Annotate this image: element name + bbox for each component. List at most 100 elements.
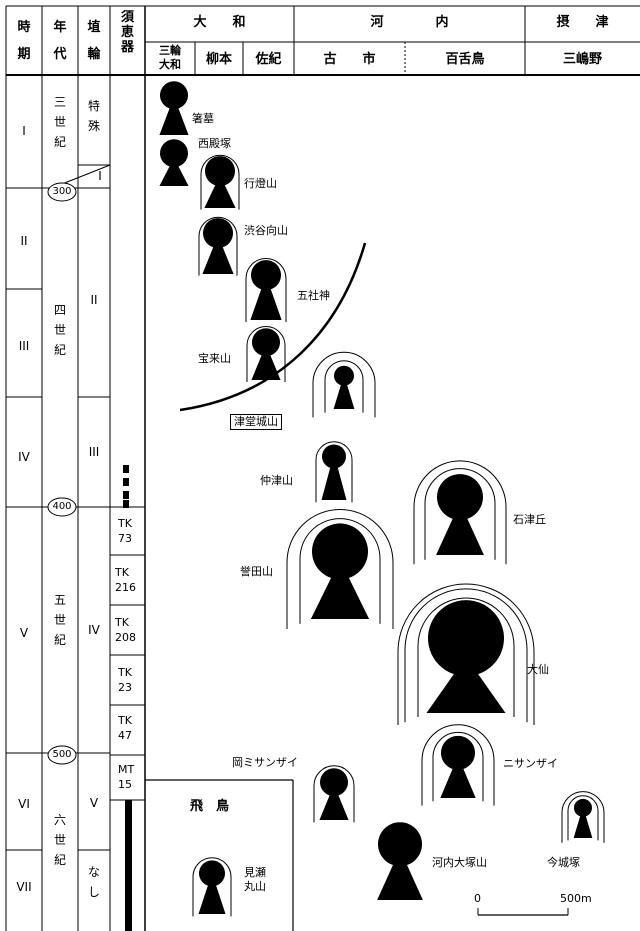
period-label: VII [16,880,32,894]
haniwa-label: IV [88,623,100,637]
moat-tsudoshiroyama [324,360,364,413]
scale-end: 500m [560,892,592,905]
tomb-andonyama [204,156,236,208]
tomb-okamisanzai [319,768,349,820]
sueki-label: TK 73 [118,517,132,545]
moat-itosuke [245,258,287,322]
century-label: 五 世 紀 [53,593,66,647]
tomb-nakatsuyama [321,444,347,500]
moat-nisanzai [432,731,484,802]
tomb-label-nisanzai: ニサンザイ [503,757,558,770]
moat-andonyama [200,154,240,210]
haniwa-label: I [98,169,102,183]
haniwa-label: III [88,445,100,459]
haniwa-label: 特 殊 [87,99,100,133]
tomb-hashihaka [159,81,189,135]
header-mishimano: 三嶋野 [562,52,602,67]
tomb-label-itosuke: 五社神 [297,289,330,302]
moat-imashirozuka [561,791,605,843]
moat-nisanzai [421,724,495,806]
header-furuichi: 古 市 [323,52,376,67]
header-miwa-yamato: 三輪 大和 [159,44,181,71]
haniwa-label: V [89,796,99,810]
header-region-yamato: 大 和 [193,15,246,30]
sueki-label: TK 208 [115,616,136,644]
moat-okamisanzai [313,765,355,823]
sueki-bars [123,465,132,931]
period-label: III [18,339,30,353]
haniwa-label: な し [87,865,100,899]
tomb-shapes [159,81,605,917]
sueki-label: TK 47 [118,714,132,742]
tomb-kawachiotsuka [377,822,423,900]
century-label: 四 世 紀 [53,303,66,357]
tomb-imashirozuka [573,798,593,838]
tomb-nisanzai [440,735,476,798]
moat-ishizuoka [424,468,496,560]
tomb-daisen [426,600,506,713]
moat-shibutani [198,216,238,276]
period-label: I [22,124,26,138]
period-label: IV [18,450,30,464]
tomb-shibutani [202,218,234,274]
period-label: V [19,626,29,640]
sueki-label: TK 216 [115,566,136,594]
sueki-label: TK 23 [118,666,132,694]
header-yanagimoto: 柳本 [205,52,232,67]
header-mozu: 百舌鳥 [445,52,485,67]
tomb-label-misemaruyama: 見瀬 丸山 [244,866,266,893]
header-period: 時 期 [17,20,31,62]
tomb-ishizuoka [436,474,484,555]
tomb-label-hashihaka: 箸墓 [192,112,214,125]
tomb-label-andonyama: 行燈山 [244,177,277,190]
header-sueki: 須 恵 器 [120,10,134,55]
header-era: 年 代 [53,20,67,62]
tomb-kondayama [310,523,370,619]
century-label: 六 世 紀 [53,813,66,867]
tomb-label-kondayama: 誉田山 [240,565,273,578]
header-saki: 佐紀 [255,52,282,67]
moat-daisen [404,588,528,723]
header-region-kawachi: 河 内 [370,15,449,30]
tomb-label-shibutani: 渋谷向山 [244,224,288,237]
period-label: II [20,234,28,248]
tomb-label-nishitonozuka: 西殿塚 [198,137,231,150]
year-400: 400 [52,501,72,512]
asuka-label: 飛 鳥 [190,799,230,814]
moat-misemaruyama [192,857,232,917]
tomb-label-ishizuoka: 石津丘 [513,513,546,526]
moat-kondayama [286,509,394,629]
scale-zero: 0 [474,892,481,905]
tomb-horaisan [251,328,281,380]
year-markers [47,182,77,765]
moat-ishizuoka [413,460,507,565]
moat-imashirozuka [567,795,599,841]
moat-daisen [397,583,535,725]
tomb-label-okamisanzai: 岡ミサンザイ [232,756,298,769]
period-label: VI [18,797,30,811]
tomb-label-daisen: 大仙 [527,663,549,676]
century-label: 三 世 紀 [53,95,66,149]
moat-kondayama [299,518,381,624]
tomb-label-imashirozuka: 今城塚 [547,856,580,869]
moat-nakatsuyama [315,441,353,503]
tomb-misemaruyama [198,860,226,914]
tomb-label-nakatsuyama: 仲津山 [260,474,293,487]
year-500: 500 [52,749,72,760]
tomb-itosuke [250,260,282,320]
tomb-tsudoshiroyama [333,365,355,409]
tomb-label-horaisan: 宝来山 [198,352,231,365]
moat-daisen [417,597,515,717]
sueki-label: MT 15 [118,763,135,791]
moat-horaisan [246,326,286,382]
header-region-settsu: 摂 津 [556,15,609,30]
tomb-nishitonozuka [159,139,189,186]
year-300: 300 [52,186,72,197]
tomb-label-tsudoshiroyama: 津堂城山 [230,414,282,430]
scale-bar [477,908,569,916]
haniwa-label: II [90,293,98,307]
moat-tsudoshiroyama [312,351,376,418]
header-haniwa: 埴 輪 [87,20,101,62]
tomb-label-kawachiotsuka: 河内大塚山 [432,856,487,869]
